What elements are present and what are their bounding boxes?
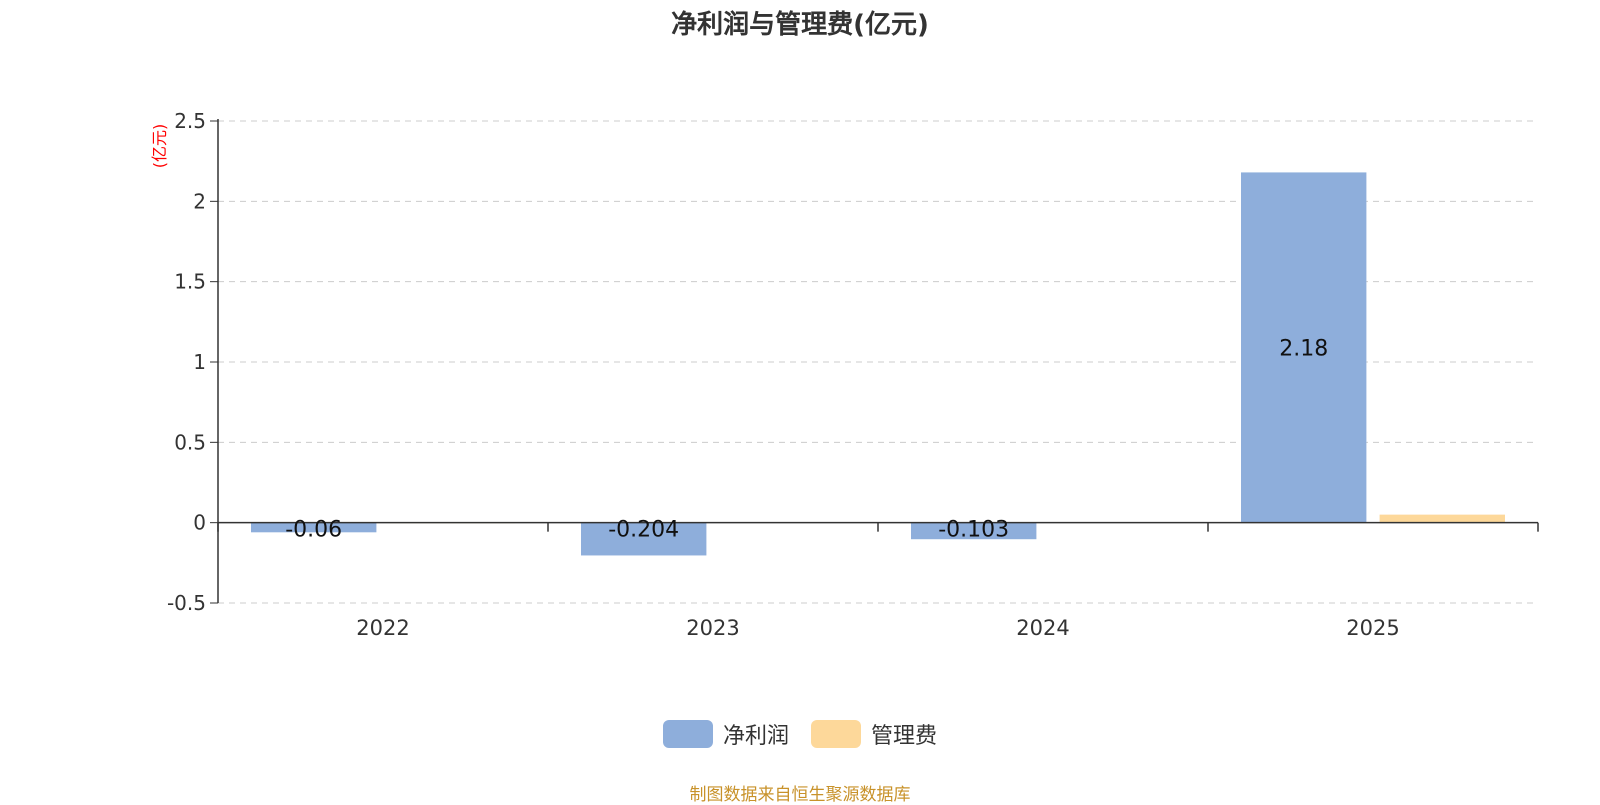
legend-item-net-profit[interactable]: 净利润 (662, 718, 789, 750)
legend: 净利润 管理费 (0, 718, 1600, 750)
y-tick-label: 0 (193, 511, 206, 535)
data-label-2022: -0.06 (285, 518, 342, 543)
data-label-2024: -0.103 (938, 518, 1009, 543)
bar-net-profit-2023 (581, 522, 707, 556)
x-tick-label: 2025 (1346, 616, 1399, 640)
x-tick-label: 2023 (686, 616, 739, 640)
bar-chart: -0.5 0 0.5 1 1.5 2 2.5 2022 2023 2024 2025 -0.06 -0… (150, 109, 1539, 640)
bar-net-profit-2022 (251, 522, 377, 533)
bar-net-profit-2025 (1241, 172, 1367, 523)
legend-label-admin-expense: 管理费 (871, 724, 938, 749)
data-label-2023: -0.204 (608, 518, 679, 543)
legend-item-admin-expense[interactable]: 管理费 (811, 718, 937, 750)
bar-admin-expense-2025 (1379, 514, 1505, 523)
legend-swatch-admin-expense (811, 720, 861, 748)
source-note: 制图数据来自恒生聚源数据库 (689, 785, 911, 805)
x-tick-label: 2022 (356, 616, 409, 640)
y-tick-label: -0.5 (167, 591, 206, 615)
y-tick-label: 1.5 (174, 270, 206, 294)
chart-title: 净利润与管理费(亿元) (671, 10, 929, 40)
y-tick-label: 0.5 (174, 430, 206, 454)
y-tick-label: 1 (193, 350, 206, 374)
y-axis-unit-label: (亿元) (150, 124, 169, 169)
legend-label-net-profit: 净利润 (722, 724, 789, 749)
legend-swatch-net-profit (662, 720, 713, 748)
y-tick-label: 2.5 (174, 109, 206, 133)
data-label-2025: 2.18 (1279, 337, 1328, 362)
y-tick-label: 2 (193, 189, 206, 213)
bar-net-profit-2024 (911, 522, 1037, 540)
x-tick-label: 2024 (1016, 616, 1069, 640)
